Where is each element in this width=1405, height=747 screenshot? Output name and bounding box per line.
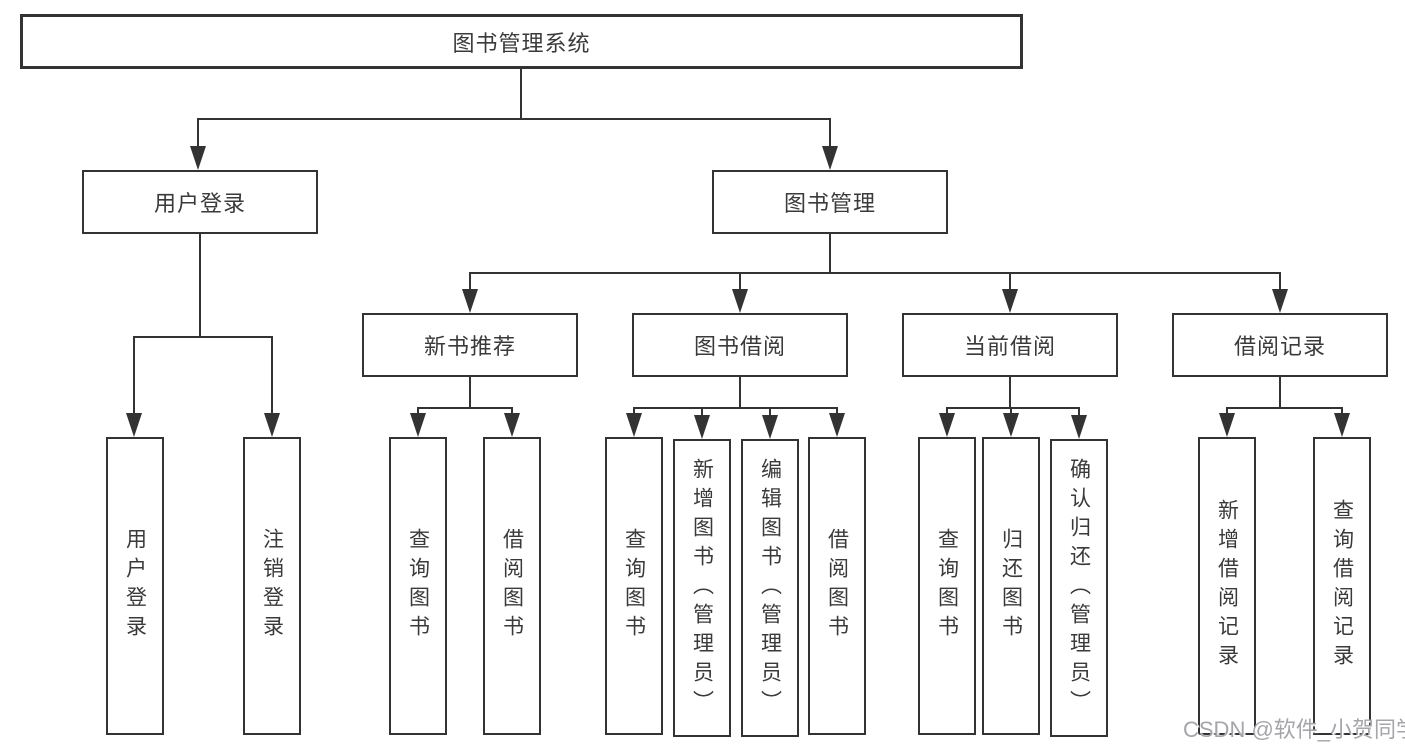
connector-line xyxy=(1009,272,1011,291)
leaf-query-books-current: 查询图书 xyxy=(918,437,976,735)
arrow-down-icon xyxy=(126,413,142,437)
leaf-query-books-borrowing: 查询图书 xyxy=(605,437,663,735)
node-label: 查询借阅记录 xyxy=(1330,499,1354,673)
arrow-down-icon xyxy=(939,413,955,437)
leaf-confirm-return-admin: 确认归还（管理员） xyxy=(1050,439,1108,737)
connector-line xyxy=(469,272,471,291)
connector-line xyxy=(1341,407,1343,415)
connector-line xyxy=(469,377,471,407)
arrow-down-icon xyxy=(1003,413,1019,437)
leaf-user-login: 用户登录 xyxy=(106,437,164,735)
connector-line xyxy=(417,407,419,415)
node-label: 查询图书 xyxy=(406,528,430,644)
leaf-query-books-recommend: 查询图书 xyxy=(389,437,447,735)
node-label: 图书管理 xyxy=(783,191,876,216)
connector-line xyxy=(701,407,703,415)
leaf-borrow-books-borrowing: 借阅图书 xyxy=(808,437,866,735)
connector-line xyxy=(633,407,838,409)
node-label: 新增图书（管理员） xyxy=(690,457,714,719)
leaf-logout-login: 注销登录 xyxy=(243,437,301,735)
connector-line xyxy=(271,336,273,415)
arrow-down-icon xyxy=(462,289,478,313)
connector-line xyxy=(199,234,201,336)
leaf-add-borrow-record: 新增借阅记录 xyxy=(1198,437,1256,735)
arrow-down-icon xyxy=(732,289,748,313)
node-label: 确认归还（管理员） xyxy=(1067,457,1091,719)
arrow-down-icon xyxy=(1334,413,1350,437)
connector-line xyxy=(946,407,948,415)
arrow-down-icon xyxy=(1219,413,1235,437)
connector-line xyxy=(829,234,831,272)
leaf-edit-book-admin: 编辑图书（管理员） xyxy=(741,439,799,737)
connector-line xyxy=(417,407,513,409)
arrow-down-icon xyxy=(1272,289,1288,313)
node-label: 用户登录 xyxy=(153,191,246,216)
connector-line xyxy=(1226,407,1343,409)
connector-line xyxy=(1279,272,1281,291)
connector-line xyxy=(197,118,831,120)
node-label: 查询图书 xyxy=(622,528,646,644)
node-new-book-recommend: 新书推荐 xyxy=(362,313,578,377)
connector-line xyxy=(197,118,199,148)
connector-line xyxy=(133,336,273,338)
node-borrowing-records: 借阅记录 xyxy=(1172,313,1388,377)
connector-line xyxy=(836,407,838,415)
connector-line xyxy=(829,118,831,148)
arrow-down-icon xyxy=(822,146,838,170)
connector-line xyxy=(1009,377,1011,407)
node-book-management: 图书管理 xyxy=(712,170,948,234)
node-label: 新增借阅记录 xyxy=(1215,499,1239,673)
leaf-borrow-books-recommend: 借阅图书 xyxy=(483,437,541,735)
leaf-query-borrow-record: 查询借阅记录 xyxy=(1313,437,1371,735)
arrow-down-icon xyxy=(762,415,778,439)
node-label: 编辑图书（管理员） xyxy=(758,457,782,719)
node-label: 借阅图书 xyxy=(500,528,524,644)
connector-line xyxy=(133,336,135,415)
node-user-login: 用户登录 xyxy=(82,170,318,234)
connector-line xyxy=(511,407,513,415)
arrow-down-icon xyxy=(829,413,845,437)
node-label: 借阅记录 xyxy=(1233,334,1326,359)
node-label: 图书借阅 xyxy=(693,334,786,359)
connector-line xyxy=(739,272,741,291)
connector-line xyxy=(769,407,771,415)
node-label: 图书管理系统 xyxy=(452,30,591,56)
csdn-watermark: CSDN @软件_小贺同学 xyxy=(1183,717,1405,742)
connector-line xyxy=(469,272,1281,274)
arrow-down-icon xyxy=(264,413,280,437)
node-label: 归还图书 xyxy=(999,528,1023,644)
node-label: 当前借阅 xyxy=(963,334,1056,359)
arrow-down-icon xyxy=(694,415,710,439)
arrow-down-icon xyxy=(626,413,642,437)
connector-line xyxy=(1226,407,1228,415)
node-current-borrowing: 当前借阅 xyxy=(902,313,1118,377)
connector-line xyxy=(739,377,741,407)
arrow-down-icon xyxy=(504,413,520,437)
connector-line xyxy=(1279,377,1281,407)
connector-line xyxy=(1078,407,1080,415)
connector-line xyxy=(520,69,522,118)
node-label: 查询图书 xyxy=(935,528,959,644)
arrow-down-icon xyxy=(410,413,426,437)
leaf-add-book-admin: 新增图书（管理员） xyxy=(673,439,731,737)
node-label: 借阅图书 xyxy=(825,528,849,644)
node-label: 用户登录 xyxy=(123,528,147,644)
connector-line xyxy=(946,407,1080,409)
node-library-management-system: 图书管理系统 xyxy=(20,14,1023,69)
leaf-return-books: 归还图书 xyxy=(982,437,1040,735)
arrow-down-icon xyxy=(1071,415,1087,439)
node-label: 注销登录 xyxy=(260,528,284,644)
arrow-down-icon xyxy=(190,146,206,170)
connector-line xyxy=(633,407,635,415)
connector-line xyxy=(1010,407,1012,415)
node-book-borrowing: 图书借阅 xyxy=(632,313,848,377)
arrow-down-icon xyxy=(1002,289,1018,313)
node-label: 新书推荐 xyxy=(423,334,516,359)
